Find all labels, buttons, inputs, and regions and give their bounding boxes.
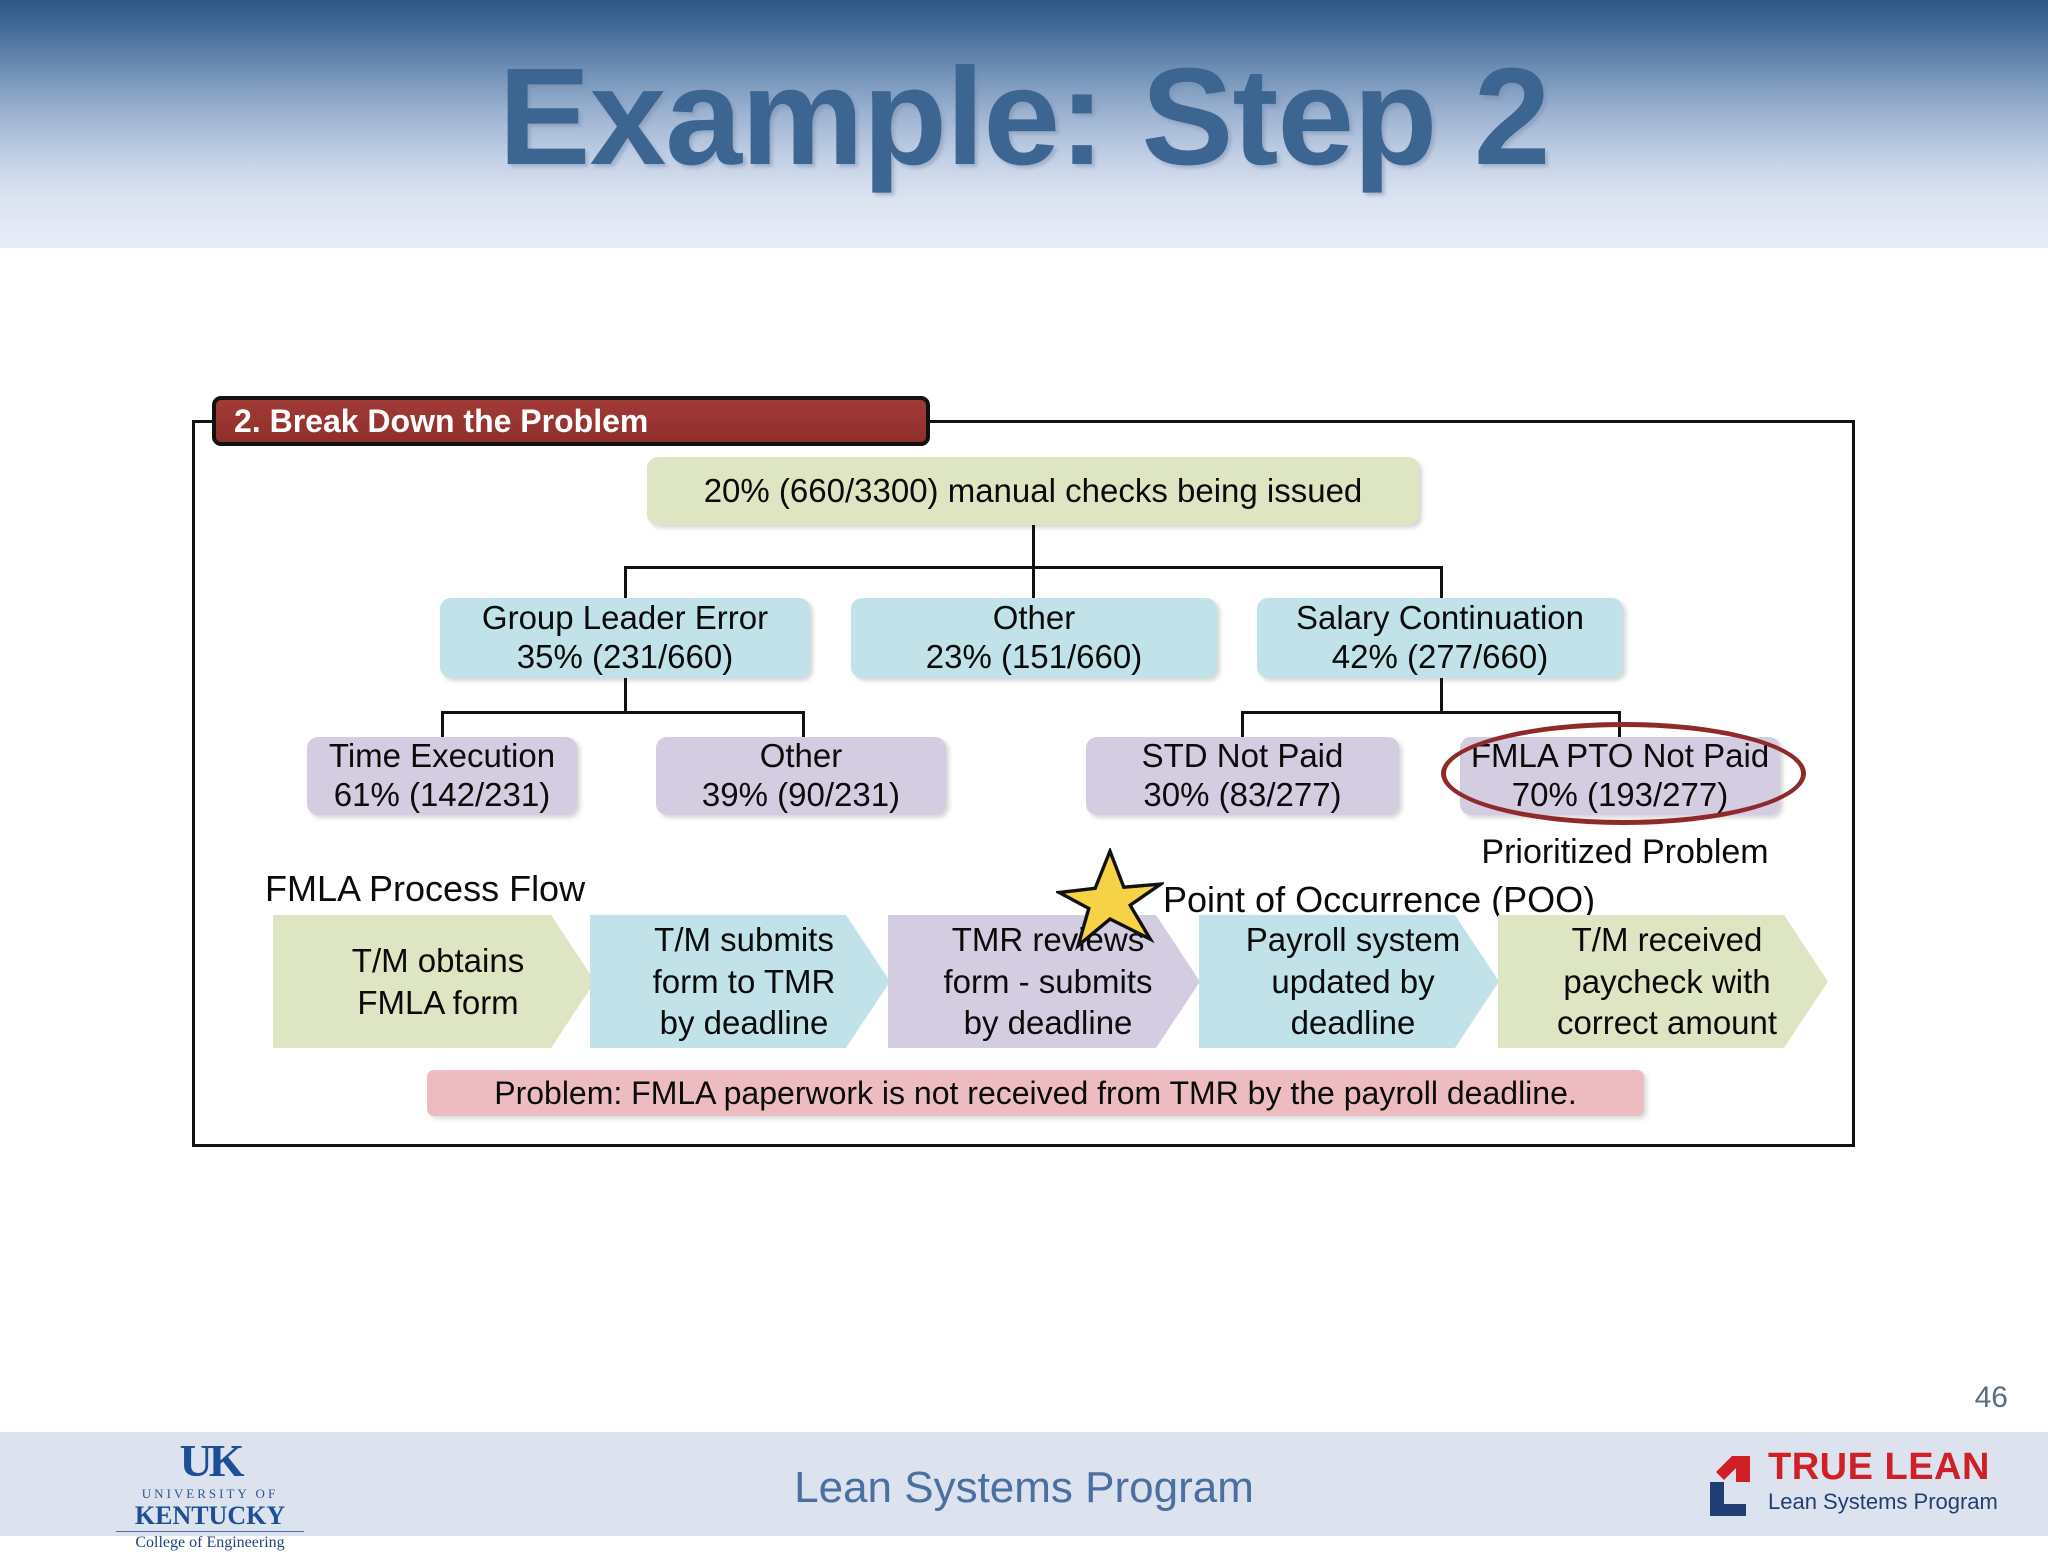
process-flow-title: FMLA Process Flow	[265, 868, 586, 909]
process-step-4-line2: updated by	[1271, 962, 1435, 1000]
tree-node-fmla-line2: 70% (193/277)	[1511, 776, 1729, 813]
star-burst-icon	[1056, 848, 1164, 951]
section-banner: 2. Break Down the Problem	[212, 396, 930, 446]
tree-node-fmla-pto-not-paid: FMLA PTO Not Paid 70% (193/277)	[1460, 737, 1780, 815]
process-step-5-line2: paycheck with	[1563, 962, 1771, 1000]
process-step-3-line3: by deadline	[963, 1004, 1133, 1042]
connector-root-down	[1032, 525, 1035, 569]
process-step-5-line1: T/M received	[1571, 921, 1763, 959]
header-gradient-band	[0, 0, 2048, 248]
process-step-3-line2: form - submits	[943, 962, 1153, 1000]
page-title: Example: Step 2	[498, 40, 1550, 194]
page-number: 46	[1974, 1381, 2008, 1414]
tree-node-root: 20% (660/3300) manual checks being issue…	[647, 457, 1419, 525]
process-step-2-line1: T/M submits	[654, 921, 834, 959]
uk-kentucky-label: KENTUCKY	[134, 1501, 286, 1530]
process-step-5-line3: correct amount	[1556, 1004, 1778, 1042]
uk-logo-divider	[116, 1531, 304, 1533]
tree-node-gle-line1: Group Leader Error	[481, 599, 769, 637]
uk-monogram: UK	[179, 1435, 245, 1486]
tree-node-timeexec-line2: 61% (142/231)	[333, 776, 551, 813]
connector-gle-drop-left	[441, 711, 444, 739]
process-step-4-line3: deadline	[1290, 1004, 1416, 1042]
true-lean-logo: TRUE LEAN Lean Systems Program	[1706, 1446, 1998, 1526]
connector-tier2-drop-3	[1440, 566, 1443, 600]
process-step-4: Payroll system updated by deadline	[1199, 915, 1499, 1048]
connector-salcont-down	[1440, 678, 1443, 714]
process-step-1: T/M obtains FMLA form	[273, 915, 595, 1048]
tree-node-other2-line2: 23% (151/660)	[925, 638, 1143, 675]
prioritized-problem-label: Prioritized Problem	[1481, 833, 1769, 871]
process-step-2: T/M submits form to TMR by deadline	[590, 915, 890, 1048]
process-step-2-line2: form to TMR	[652, 962, 836, 1000]
process-step-1-line2: FMLA form	[357, 983, 519, 1021]
tree-node-other2-line1: Other	[992, 599, 1076, 637]
section-banner-label: 2. Break Down the Problem	[234, 402, 649, 439]
footer-band	[0, 1432, 2048, 1536]
true-lean-subtitle: Lean Systems Program	[1768, 1488, 1998, 1514]
tree-node-time-execution: Time Execution 61% (142/231)	[307, 737, 577, 815]
process-step-2-line3: by deadline	[659, 1004, 829, 1042]
uk-college-label: College of Engineering	[135, 1534, 285, 1552]
true-lean-mark-icon	[1710, 1456, 1750, 1516]
point-of-occurrence-label: Point of Occurrence (POO)	[1163, 879, 1596, 920]
footer-title: Lean Systems Program	[794, 1463, 1254, 1512]
tree-node-salcont-line1: Salary Continuation	[1295, 599, 1584, 637]
connector-salcont-drop-left	[1241, 711, 1244, 739]
tree-node-salary-continuation: Salary Continuation 42% (277/660)	[1257, 598, 1623, 678]
connector-salcont-drop-right	[1618, 711, 1621, 739]
connector-salcont-bus	[1241, 711, 1621, 714]
tree-node-other3-line2: 39% (90/231)	[701, 776, 901, 813]
connector-gle-down	[624, 678, 627, 714]
connector-gle-drop-right	[802, 711, 805, 739]
tree-node-other-tier3: Other 39% (90/231)	[656, 737, 946, 815]
connector-tier2-drop-1	[624, 566, 627, 600]
connector-tier2-drop-2	[1032, 566, 1035, 600]
tree-node-std-line2: 30% (83/277)	[1143, 776, 1342, 813]
tree-node-std-line1: STD Not Paid	[1141, 737, 1344, 775]
tree-node-other-tier2: Other 23% (151/660)	[851, 598, 1217, 678]
tree-node-fmla-line1: FMLA PTO Not Paid	[1470, 737, 1770, 775]
uk-university-of-label: UNIVERSITY OF	[141, 1486, 279, 1501]
process-step-4-line1: Payroll system	[1245, 921, 1461, 959]
tree-node-root-line1: 20% (660/3300) manual checks being issue…	[703, 471, 1363, 509]
uk-logo: UK UNIVERSITY OF KENTUCKY College of Eng…	[110, 1438, 310, 1552]
process-step-1-line1: T/M obtains	[351, 941, 525, 979]
tree-node-gle-line2: 35% (231/660)	[516, 638, 734, 675]
tree-node-std-not-paid: STD Not Paid 30% (83/277)	[1086, 737, 1399, 815]
tree-node-group-leader-error: Group Leader Error 35% (231/660)	[440, 598, 810, 678]
tree-node-salcont-line2: 42% (277/660)	[1331, 638, 1549, 675]
true-lean-wordmark: TRUE LEAN	[1768, 1446, 1990, 1488]
process-step-5: T/M received paycheck with correct amoun…	[1498, 915, 1828, 1048]
tree-node-other3-line1: Other	[759, 737, 843, 775]
problem-statement-bar: Problem: FMLA paperwork is not received …	[427, 1070, 1644, 1116]
connector-gle-bus	[441, 711, 805, 714]
tree-node-timeexec-line1: Time Execution	[328, 737, 556, 775]
process-step-3-line1: TMR reviews	[951, 921, 1145, 959]
